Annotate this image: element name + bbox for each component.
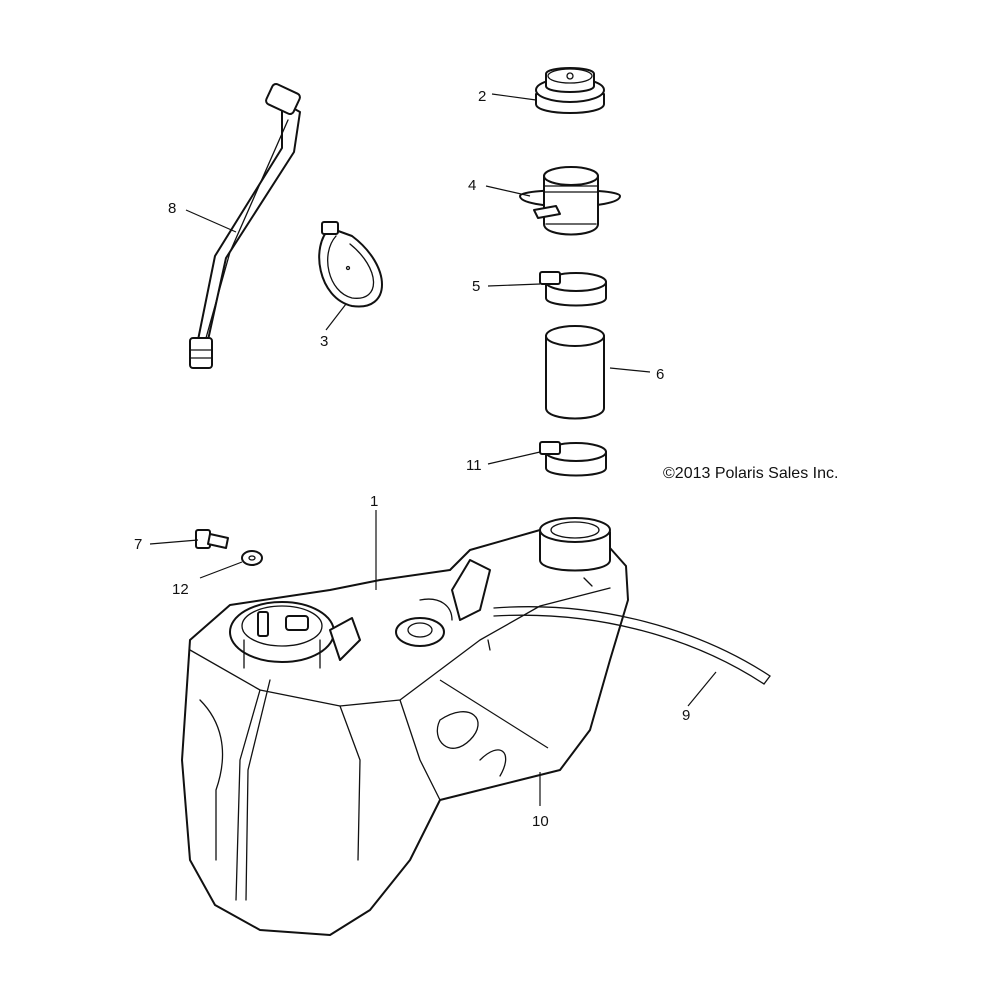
callout-labels: 1 2 3 4 5 6 7 8 9 10 11 12 (134, 88, 690, 830)
callout-11: 11 (466, 457, 482, 474)
part-fuel-tank (181, 517, 629, 936)
part-hose-sleeve (545, 325, 605, 420)
callout-10: 10 (532, 813, 549, 830)
part-hose-clamp-lower (539, 441, 607, 477)
copyright-notice: ©2013 Polaris Sales Inc. (663, 465, 838, 482)
part-fuel-cap (535, 67, 605, 114)
part-vent-hose (189, 83, 301, 369)
callout-8: 8 (168, 200, 176, 217)
callout-12: 12 (172, 581, 189, 598)
part-filler-neck (519, 166, 621, 236)
callout-7: 7 (134, 536, 142, 553)
part-washer (241, 550, 263, 566)
callout-3: 3 (320, 333, 328, 350)
callout-5: 5 (472, 278, 480, 295)
callout-4: 4 (468, 177, 476, 194)
leader-lines (149, 93, 717, 806)
part-hose-clamp-upper (539, 271, 607, 307)
callout-9: 9 (682, 707, 690, 724)
part-fuel-line (493, 606, 771, 685)
part-strap (318, 221, 383, 308)
callout-6: 6 (656, 366, 664, 383)
callout-2: 2 (478, 88, 486, 105)
callout-1: 1 (370, 493, 378, 510)
part-bolt (195, 529, 229, 549)
